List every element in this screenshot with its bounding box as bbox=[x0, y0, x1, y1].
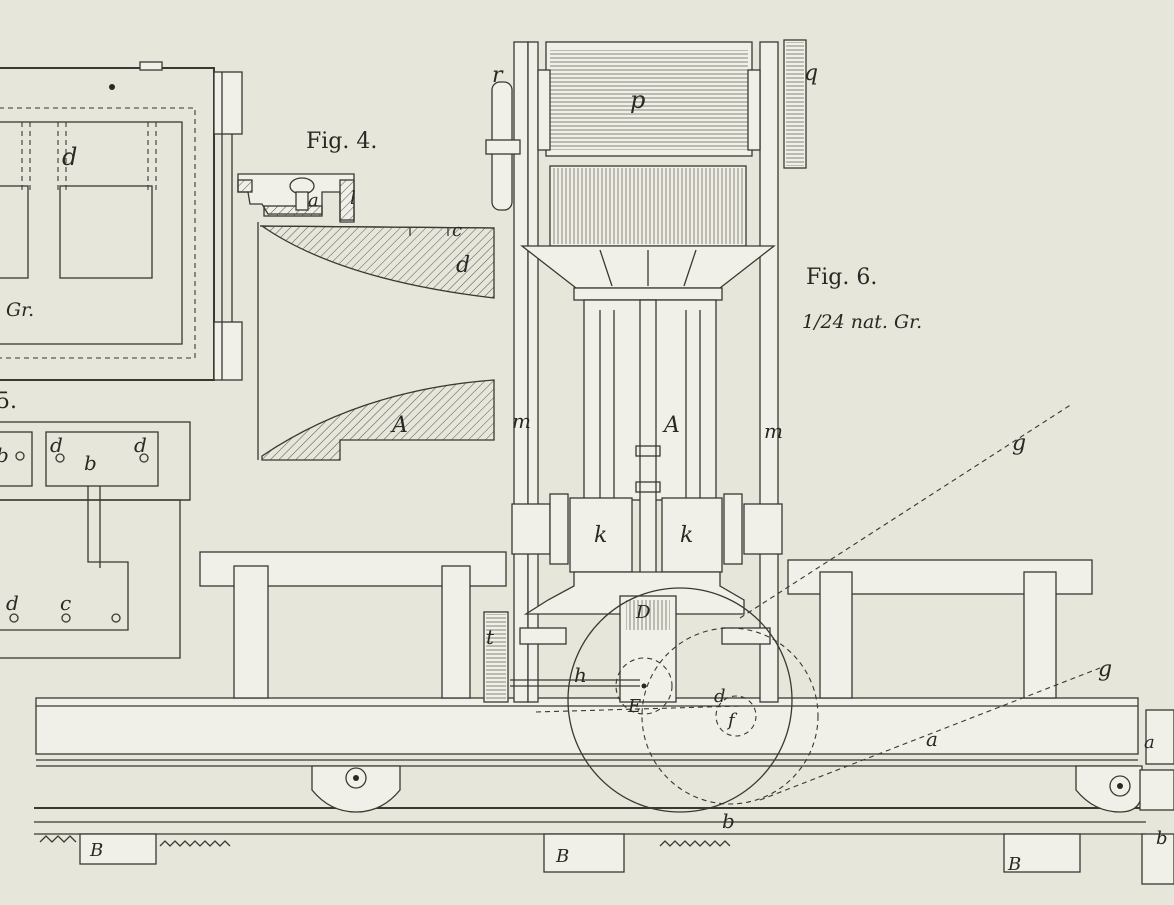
fig4-label-d: d bbox=[456, 253, 470, 278]
fig6-label-B2: B bbox=[555, 846, 569, 867]
fig5-label-d2: d bbox=[134, 433, 147, 457]
fig6-label-h: h bbox=[574, 663, 587, 687]
fig5-title-fragment: 5. bbox=[0, 389, 17, 414]
fig4-label-a: a bbox=[308, 190, 319, 211]
fig6-label-D: D bbox=[635, 602, 651, 623]
fig6-label-k-right: k bbox=[680, 523, 693, 548]
fig3-scale-fragment: Gr. bbox=[6, 299, 34, 321]
fig6-label-g-upper: g bbox=[1012, 431, 1026, 456]
fig6-label-m-left: m bbox=[512, 409, 531, 433]
fig6-label-k-left: k bbox=[594, 523, 607, 548]
fig4-title: Fig. 4. bbox=[306, 129, 377, 154]
fig3-label-d: d bbox=[62, 143, 77, 171]
fig6-title: Fig. 6. bbox=[806, 265, 877, 290]
fig5-fragment bbox=[0, 421, 191, 659]
fig6-label-q: q bbox=[804, 61, 818, 86]
fig6-label-g-lower: g bbox=[1098, 657, 1112, 682]
fig6-label-E: E bbox=[627, 696, 641, 717]
fig4-label-A: A bbox=[390, 413, 408, 438]
fig6-label-p: p bbox=[630, 86, 645, 114]
fig6-label-edge-b: b bbox=[1156, 828, 1168, 849]
fig6-label-A: A bbox=[662, 413, 680, 438]
fig6-drawing bbox=[34, 39, 1174, 885]
fig5-label-d3: d bbox=[6, 591, 19, 615]
fig6-scale: 1/24 nat. Gr. bbox=[802, 311, 922, 333]
fig6-label-m-right: m bbox=[764, 419, 783, 443]
fig6-label-r: r bbox=[492, 63, 504, 88]
fig4-label-c: c bbox=[452, 220, 462, 241]
fig5-label-b2: b bbox=[84, 451, 97, 475]
fig6-label-b: b bbox=[722, 809, 735, 833]
fig6-label-B3: B bbox=[1007, 854, 1021, 875]
fig5-label-d1: d bbox=[50, 433, 63, 457]
fig4-drawing bbox=[237, 173, 495, 461]
fig5-label-b1: b bbox=[0, 443, 9, 467]
fig6-label-d: d bbox=[714, 686, 726, 707]
fig5-label-c: c bbox=[60, 591, 71, 615]
fig3-fragment bbox=[0, 61, 243, 381]
fig6-label-t: t bbox=[486, 625, 495, 649]
fig4-label-l: l bbox=[350, 188, 356, 209]
fig6-label-B1: B bbox=[89, 840, 103, 861]
fig6-label-a: a bbox=[926, 727, 938, 751]
fig6-label-edge-a: a bbox=[1144, 732, 1155, 753]
